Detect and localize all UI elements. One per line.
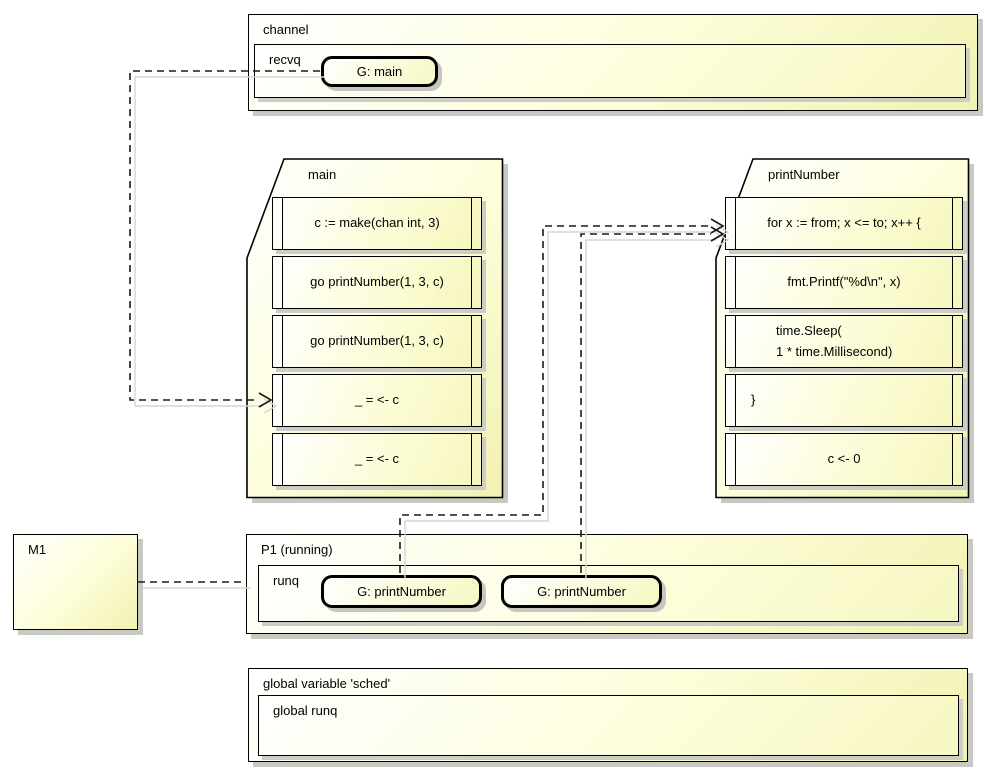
machine-m1-title: M1 [28,542,47,557]
edge-shadow [585,239,716,579]
statement-row: for x := from; x <= to; x++ { [725,197,963,250]
goroutine-g-printnumber-2: G: printNumber [501,575,662,608]
main-function-note: main c := make(chan int, 3) go printNumb… [246,158,508,503]
edge-goroutine2-to-for-statement [580,233,711,573]
sched-title: global variable 'sched' [263,676,391,691]
goroutine-g-printnumber-1: G: printNumber [321,575,482,608]
printnumber-function-note: printNumber for x := from; x <= to; x++ … [715,158,974,503]
processor-p1-box: P1 (running) runq G: printNumber G: prin… [246,534,968,634]
statement-text: time.Sleep( 1 * time.Millisecond) [776,323,893,359]
channel-title: channel [263,22,309,37]
statement-text: _ = <- c [354,392,400,408]
global-runq-container: global runq [258,695,959,756]
statement-text: go printNumber(1, 3, c) [310,274,444,290]
statement-text: } [751,392,756,408]
statement-row: _ = <- c [272,374,482,427]
goroutine-g-main: G: main [321,56,438,87]
runq-label: runq [273,573,300,588]
recvq-label: recvq [269,52,301,67]
printnumber-note-title: printNumber [768,167,840,182]
statement-row: go printNumber(1, 3, c) [272,256,482,309]
main-note-title: main [308,167,337,182]
global-runq-label: global runq [273,703,338,718]
statement-row: } [725,374,963,427]
goroutine-g-printnumber-1-label: G: printNumber [357,584,446,599]
statement-row: time.Sleep( 1 * time.Millisecond) [725,315,963,368]
statement-text: c := make(chan int, 3) [314,215,440,231]
goroutine-g-printnumber-2-label: G: printNumber [537,584,626,599]
statement-text: fmt.Printf("%d\n", x) [787,274,901,290]
channel-box: channel recvq G: main [248,14,978,111]
statement-row: go printNumber(1, 3, c) [272,315,482,368]
statement-text: _ = <- c [354,451,400,467]
statement-row: c := make(chan int, 3) [272,197,482,250]
statement-row: fmt.Printf("%d\n", x) [725,256,963,309]
statement-row: _ = <- c [272,433,482,486]
statement-text: go printNumber(1, 3, c) [310,333,444,349]
statement-row: c <- 0 [725,433,963,486]
processor-p1-title: P1 (running) [261,542,333,557]
goroutine-g-main-label: G: main [356,64,403,79]
statement-text: for x := from; x <= to; x++ { [767,215,921,231]
machine-m1-box: M1 [13,534,138,630]
sched-box: global variable 'sched' global runq [248,668,968,762]
statement-text: c <- 0 [827,451,861,467]
